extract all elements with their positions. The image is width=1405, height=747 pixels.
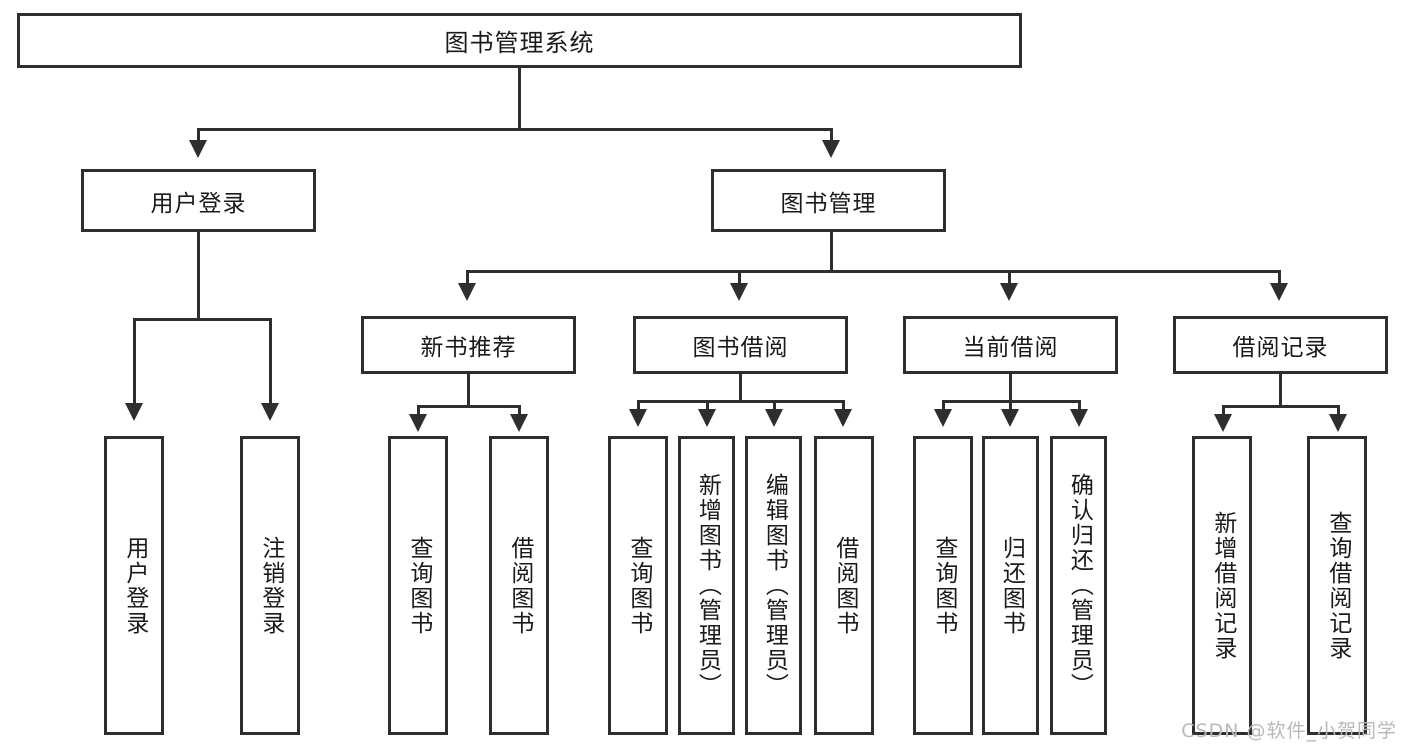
connector-book-manage-bus <box>466 270 1281 273</box>
arrowhead-book-manage <box>822 140 840 158</box>
node-label: 新书推荐 <box>420 335 517 361</box>
connector-current-borrow-drop-2 <box>1009 400 1012 414</box>
node-user-login[interactable]: 用户登录 <box>81 169 316 232</box>
arrowhead-leaf-edit-book <box>765 409 783 427</box>
node-leaf-user-login[interactable]: 用户登录 <box>104 436 164 735</box>
arrowhead-current-borrow <box>1000 283 1018 301</box>
connector-borrow-record-stem <box>1279 374 1282 407</box>
connector-user-login-bus <box>133 318 272 321</box>
connector-to-new-book-recommend <box>466 270 469 288</box>
connector-borrow-record-drop-1 <box>1222 405 1225 419</box>
node-label: 查询借阅记录 <box>1324 510 1351 661</box>
connector-to-borrow-record <box>1278 270 1281 288</box>
node-leaf-query-record[interactable]: 查询借阅记录 <box>1307 436 1367 735</box>
connector-new-book-stem <box>467 374 470 407</box>
connector-current-borrow-drop-3 <box>1078 400 1081 414</box>
connector-user-login-stem <box>197 232 200 320</box>
node-label: 图书管理 <box>780 190 877 217</box>
node-label: 确认归还（管理员） <box>1066 473 1093 698</box>
node-label: 查询图书 <box>625 535 652 636</box>
node-label: 查询图书 <box>405 535 432 636</box>
node-leaf-borrow-book-2[interactable]: 借阅图书 <box>814 436 874 735</box>
connector-root-to-book-manage <box>830 128 833 146</box>
node-label: 用户登录 <box>121 535 148 636</box>
connector-new-book-bus <box>417 405 520 408</box>
node-leaf-return-book[interactable]: 归还图书 <box>982 436 1039 735</box>
node-label: 归还图书 <box>998 535 1025 636</box>
connector-new-book-drop-2 <box>518 405 521 419</box>
node-leaf-add-record[interactable]: 新增借阅记录 <box>1192 436 1252 735</box>
connector-new-book-drop-1 <box>417 405 420 419</box>
node-new-book-recommend[interactable]: 新书推荐 <box>361 316 576 374</box>
node-label: 图书借阅 <box>692 335 789 361</box>
arrowhead-leaf-query-record <box>1329 414 1347 432</box>
watermark-text: CSDN @软件_小贺同学 <box>1181 720 1397 742</box>
connector-user-login-drop-2 <box>269 318 272 408</box>
node-leaf-query-book-3[interactable]: 查询图书 <box>913 436 973 735</box>
node-leaf-edit-book[interactable]: 编辑图书（管理员） <box>745 436 802 735</box>
node-leaf-confirm-return[interactable]: 确认归还（管理员） <box>1050 436 1107 735</box>
node-label: 编辑图书（管理员） <box>761 473 788 698</box>
arrowhead-user-login <box>189 140 207 158</box>
node-root[interactable]: 图书管理系统 <box>17 13 1022 68</box>
node-label: 注销登录 <box>257 535 284 636</box>
connector-root-bus <box>197 128 833 131</box>
arrowhead-leaf-query-book-1 <box>409 414 427 432</box>
connector-book-borrow-drop-3 <box>773 400 776 414</box>
arrowhead-leaf-query-book-2 <box>629 409 647 427</box>
connector-to-current-borrow <box>1008 270 1011 288</box>
connector-root-stem <box>518 68 521 128</box>
node-leaf-add-book[interactable]: 新增图书（管理员） <box>678 436 735 735</box>
node-label: 用户登录 <box>150 190 247 217</box>
arrowhead-leaf-borrow-book-1 <box>510 414 528 432</box>
node-label: 借阅图书 <box>506 535 533 636</box>
node-label: 图书管理系统 <box>444 29 595 57</box>
arrowhead-leaf-return-book <box>1001 409 1019 427</box>
connector-current-borrow-stem <box>1009 374 1012 402</box>
node-leaf-query-book-2[interactable]: 查询图书 <box>608 436 668 735</box>
node-leaf-query-book-1[interactable]: 查询图书 <box>388 436 448 735</box>
arrowhead-book-borrow <box>730 283 748 301</box>
node-label: 借阅图书 <box>831 535 858 636</box>
node-leaf-borrow-book-1[interactable]: 借阅图书 <box>489 436 549 735</box>
node-leaf-logout-login[interactable]: 注销登录 <box>240 436 300 735</box>
node-label: 当前借阅 <box>962 335 1059 361</box>
node-current-borrow[interactable]: 当前借阅 <box>903 316 1118 374</box>
arrowhead-leaf-logout-login <box>261 403 279 421</box>
node-borrow-record[interactable]: 借阅记录 <box>1173 316 1388 374</box>
connector-root-to-user-login <box>197 128 200 146</box>
arrowhead-new-book-recommend <box>458 283 476 301</box>
node-book-manage[interactable]: 图书管理 <box>711 169 946 232</box>
arrowhead-leaf-confirm-return <box>1070 409 1088 427</box>
arrowhead-leaf-add-record <box>1214 414 1232 432</box>
connector-borrow-record-bus <box>1222 405 1339 408</box>
node-label: 新增借阅记录 <box>1209 510 1236 661</box>
connector-current-borrow-drop-1 <box>942 400 945 414</box>
connector-book-borrow-bus <box>637 400 845 403</box>
node-label: 借阅记录 <box>1232 335 1329 361</box>
arrowhead-leaf-add-book <box>698 409 716 427</box>
connector-borrow-record-drop-2 <box>1337 405 1340 419</box>
connector-book-borrow-drop-4 <box>842 400 845 414</box>
arrowhead-leaf-user-login <box>125 403 143 421</box>
arrowhead-leaf-query-book-3 <box>934 409 952 427</box>
node-book-borrow[interactable]: 图书借阅 <box>633 316 848 374</box>
node-label: 查询图书 <box>930 535 957 636</box>
connector-book-borrow-stem <box>739 374 742 402</box>
connector-book-manage-stem <box>830 232 833 272</box>
connector-book-borrow-drop-2 <box>706 400 709 414</box>
node-label: 新增图书（管理员） <box>694 473 721 698</box>
connector-to-book-borrow <box>738 270 741 288</box>
arrowhead-borrow-record <box>1270 283 1288 301</box>
connector-book-borrow-drop-1 <box>637 400 640 414</box>
connector-user-login-drop-1 <box>133 318 136 408</box>
arrowhead-leaf-borrow-book-2 <box>834 409 852 427</box>
